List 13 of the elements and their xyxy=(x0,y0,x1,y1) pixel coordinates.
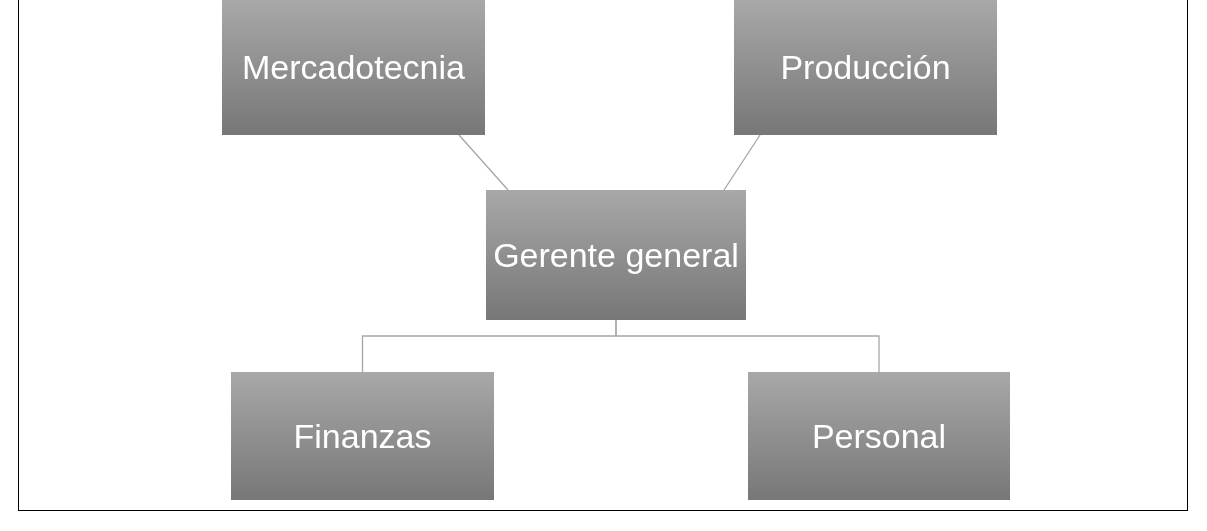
org-box xyxy=(486,190,746,320)
org-box xyxy=(734,0,997,135)
box-label: Mercadotecnia xyxy=(242,47,465,89)
box-label: Personal xyxy=(811,415,947,457)
org-box xyxy=(222,0,485,135)
connector-line xyxy=(458,134,509,191)
org-box xyxy=(748,372,1010,500)
connector-line xyxy=(615,319,880,373)
connector-line xyxy=(723,134,761,191)
box-label: Finanzas xyxy=(293,415,432,457)
box-label: Producción xyxy=(780,47,951,89)
box-label: Gerente general xyxy=(493,234,739,276)
org-box xyxy=(231,372,494,500)
